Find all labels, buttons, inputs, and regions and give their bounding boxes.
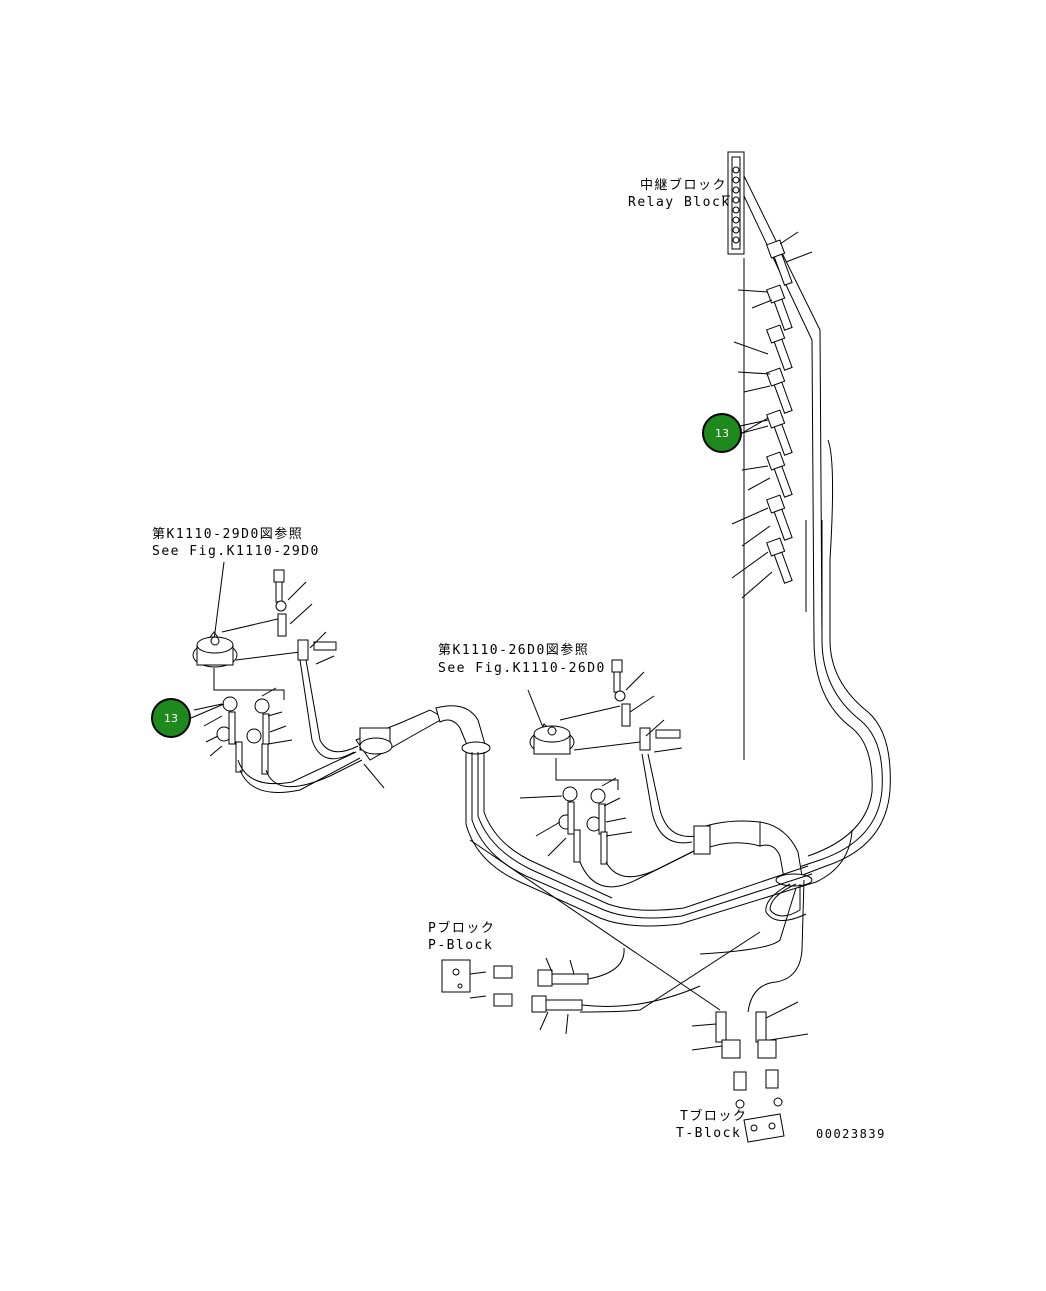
pilot-valve-mid	[519, 659, 813, 921]
t-block	[691, 1001, 809, 1143]
ref-mid-label-jp: 第K1110-26D0図参照	[438, 643, 590, 658]
t-block-label-jp: Tブロック	[680, 1109, 748, 1124]
callout-13-right[interactable]: 13	[702, 413, 742, 453]
ref-mid-label-en: See Fig.K1110-26D0	[438, 661, 606, 676]
hose-bundle-center	[465, 752, 853, 1013]
t-block-label-en: T-Block	[676, 1126, 742, 1141]
hose-bundle-right	[743, 175, 891, 877]
p-block-label-jp: Pブロック	[428, 921, 496, 936]
relay-block-label-en: Relay Block	[628, 195, 731, 210]
ref-left-label-en: See Fig.K1110-29D0	[152, 544, 320, 559]
pilot-valve-left	[192, 561, 491, 793]
fittings-right	[731, 231, 813, 599]
callout-13-left[interactable]: 13	[151, 698, 191, 738]
drawing-number: 00023839	[816, 1127, 886, 1141]
p-block-label-en: P-Block	[428, 938, 494, 953]
relay-block	[727, 151, 745, 255]
p-block	[441, 947, 701, 1035]
relay-block-label-jp: 中継ブロック	[640, 178, 728, 193]
ref-left-label-jp: 第K1110-29D0図参照	[152, 527, 304, 542]
